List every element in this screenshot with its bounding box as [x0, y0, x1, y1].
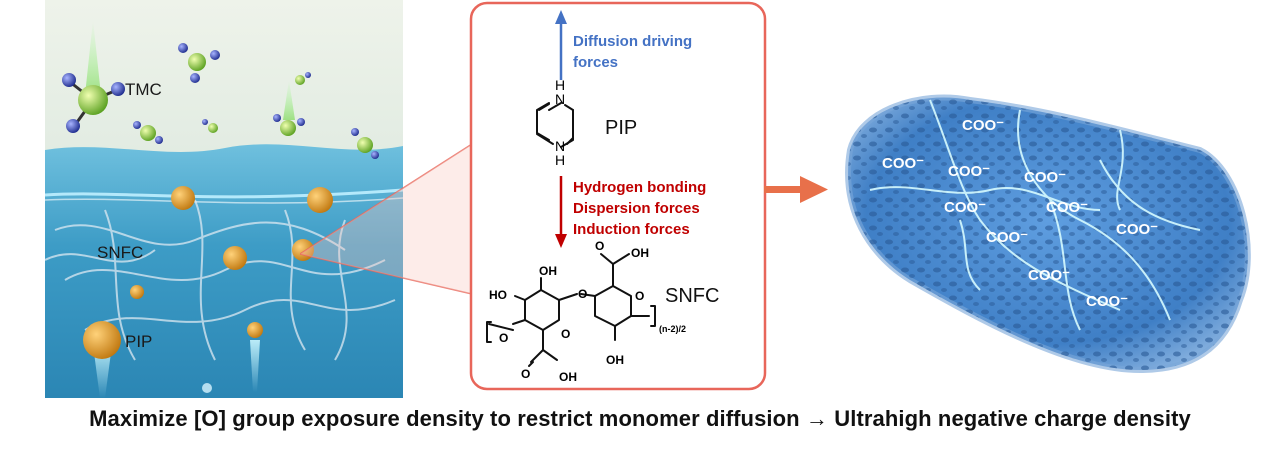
driving-forces-line1: Diffusion driving	[573, 33, 692, 50]
coo-group-10: COO⁻	[1086, 293, 1128, 310]
coo-group-4: COO⁻	[1024, 169, 1066, 186]
coo-group-8: COO⁻	[1116, 221, 1158, 238]
driving-forces-line2: forces	[573, 54, 618, 71]
snfc-ring-o-right: O	[635, 289, 644, 303]
pip-label: PIP	[125, 332, 152, 351]
snfc-o-bottom: O	[521, 367, 530, 381]
interaction-dispersion: Dispersion forces	[573, 200, 700, 217]
pip-n-bottom: N	[555, 138, 565, 154]
pip-n-top: N	[555, 91, 565, 107]
snfc-bridge-o: O	[578, 287, 587, 301]
pip-h-top: H	[555, 77, 565, 93]
piperazine-structure: N H N H	[536, 77, 574, 168]
snfc-o-left: O	[499, 331, 508, 345]
snfc-subscript: (n-2)/2	[659, 324, 686, 334]
snfc-oh-top: OH	[631, 246, 649, 260]
pip-spheres	[83, 186, 333, 398]
interaction-hydrogen: Hydrogen bonding	[573, 179, 706, 196]
snfc-ho: HO	[489, 288, 507, 302]
figure-caption: Maximize [O] group exposure density to r…	[89, 406, 1191, 431]
coo-group-9: COO⁻	[1028, 267, 1070, 284]
coo-group-3: COO⁻	[948, 163, 990, 180]
snfc-oh-4: OH	[606, 353, 624, 367]
snfc-structure: OH HO O O O O OH O OH O OH (n-2)/2	[486, 239, 686, 384]
snfc-ring-o: O	[561, 327, 570, 341]
coo-group-2: COO⁻	[882, 155, 924, 172]
snfc-label: SNFC	[97, 243, 143, 262]
coo-group-6: COO⁻	[1046, 199, 1088, 216]
interfacial-polymerization-scene: TMC SNFC PIP	[44, 0, 404, 398]
membrane-illustration: COO⁻ COO⁻ COO⁻ COO⁻ COO⁻ COO⁻ COO⁻ COO⁻ …	[820, 70, 1270, 390]
snfc-oh-bottom: OH	[559, 370, 577, 384]
coo-group-5: COO⁻	[944, 199, 986, 216]
mechanism-panel: Diffusion driving forces N H N H PIP Hyd…	[469, 0, 767, 392]
tmc-label: TMC	[125, 80, 162, 99]
pip-h-bottom: H	[555, 152, 565, 168]
mechanism-pip-label: PIP	[605, 117, 637, 139]
snfc-oh-1: OH	[539, 264, 557, 278]
coo-group-7: COO⁻	[986, 229, 1028, 246]
coo-group-1: COO⁻	[962, 117, 1004, 134]
interaction-induction: Induction forces	[573, 221, 690, 238]
snfc-o-top: O	[595, 239, 604, 253]
process-arrow	[760, 170, 830, 210]
zoom-connector	[299, 130, 480, 310]
tmc-molecules	[62, 20, 379, 159]
mechanism-snfc-label: SNFC	[665, 285, 719, 307]
